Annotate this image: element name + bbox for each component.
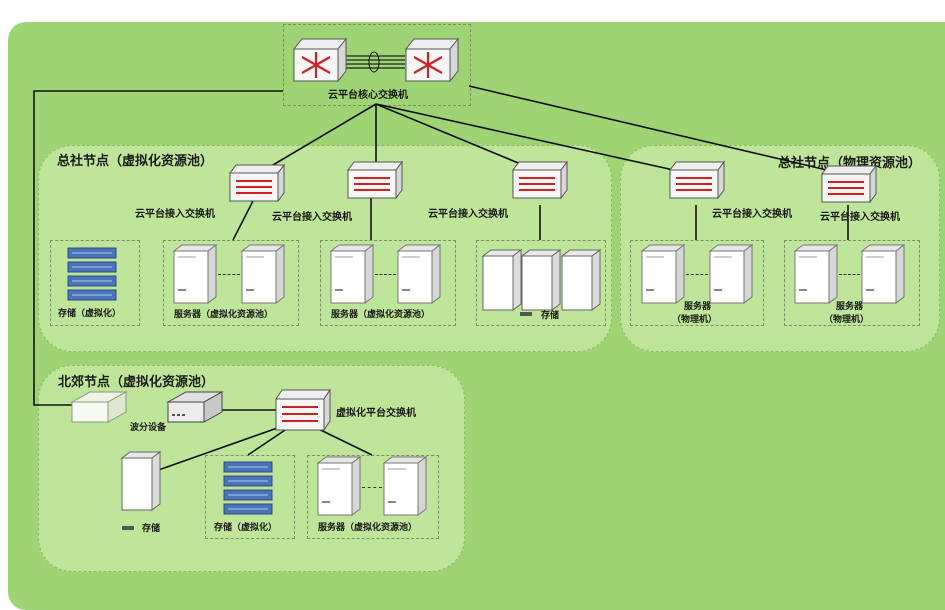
servers-beijiao-label: 服务器（虚拟化资源池） bbox=[318, 523, 418, 533]
group-servers-physical-1 bbox=[630, 240, 764, 326]
group-storage-beijiao bbox=[205, 455, 295, 539]
access-switch-4-icon bbox=[669, 160, 725, 200]
servers-physical-1-label-line2: （物理机） bbox=[672, 315, 718, 325]
virtualization-switch-icon bbox=[275, 388, 331, 432]
server-tower-icon bbox=[240, 244, 286, 304]
server-tower-icon bbox=[396, 244, 442, 304]
group-servers-beijiao bbox=[307, 455, 439, 539]
small-device-icon bbox=[122, 526, 134, 530]
server-ellipsis bbox=[362, 487, 382, 488]
server-ellipsis bbox=[686, 274, 708, 275]
region-title-beijiao: 北郊节点（虚拟化资源池） bbox=[58, 375, 215, 390]
server-tower-icon bbox=[708, 244, 754, 304]
access-switch-5-label: 云平台接入交换机 bbox=[820, 212, 900, 223]
servers-physical-2-label-line2: （物理机） bbox=[824, 315, 870, 325]
access-switch-3-icon bbox=[512, 160, 568, 200]
access-switch-2-icon bbox=[347, 160, 403, 200]
group-rack-storage bbox=[476, 240, 606, 326]
access-switch-2-label: 云平台接入交换机 bbox=[272, 212, 352, 223]
storage-virtual-label: 存储（虚拟化） bbox=[58, 309, 122, 319]
group-servers-virtual-1 bbox=[163, 240, 299, 326]
access-switch-5-icon bbox=[821, 164, 877, 204]
wdm-device-icon bbox=[70, 391, 128, 423]
rack-storage-label: 存储 bbox=[541, 311, 560, 321]
region-title-hq-virtual: 总社节点（虚拟化资源池） bbox=[57, 154, 214, 169]
beijiao-rack-label: 存储 bbox=[142, 524, 161, 534]
storage-array-icon bbox=[67, 247, 117, 301]
rack-cabinet-icon bbox=[560, 249, 602, 311]
server-tower-icon bbox=[793, 244, 839, 304]
rack-cabinet-icon bbox=[120, 451, 162, 511]
server-tower-icon bbox=[382, 456, 428, 516]
server-ellipsis bbox=[839, 274, 860, 275]
core-switch-label: 云平台核心交换机 bbox=[328, 90, 408, 101]
access-switch-1-icon bbox=[229, 163, 285, 203]
server-tower-icon bbox=[172, 244, 218, 304]
wdm-device-icon bbox=[166, 391, 224, 423]
server-tower-icon bbox=[860, 244, 906, 304]
servers-physical-1-label-line1: 服务器 bbox=[684, 302, 712, 312]
servers-physical-2-label-line1: 服务器 bbox=[836, 302, 864, 312]
top-band bbox=[0, 0, 945, 22]
group-storage-virtual bbox=[50, 240, 140, 326]
server-tower-icon bbox=[329, 244, 375, 304]
group-core bbox=[283, 24, 471, 106]
server-ellipsis bbox=[375, 274, 396, 275]
storage-beijiao-label: 存储（虚拟化） bbox=[214, 523, 278, 533]
core-switch-left-icon bbox=[292, 37, 348, 83]
access-switch-1-label: 云平台接入交换机 bbox=[135, 209, 215, 220]
virtualization-switch-label: 虚拟化平台交换机 bbox=[336, 408, 416, 419]
group-servers-physical-2 bbox=[784, 240, 920, 326]
rack-cabinet-icon bbox=[481, 249, 523, 311]
rack-cabinet-icon bbox=[520, 249, 562, 311]
access-switch-4-label: 云平台接入交换机 bbox=[712, 209, 792, 220]
group-servers-virtual-2 bbox=[320, 240, 456, 326]
servers-virtual-1-label: 服务器（虚拟化资源池） bbox=[174, 310, 274, 320]
core-switch-right-icon bbox=[404, 37, 460, 83]
servers-virtual-2-label: 服务器（虚拟化资源池） bbox=[331, 310, 431, 320]
storage-array-beijiao-icon bbox=[223, 461, 273, 515]
wave-device-label: 波分设备 bbox=[130, 423, 167, 433]
small-device-icon bbox=[520, 312, 532, 316]
server-tower-icon bbox=[640, 244, 686, 304]
access-switch-3-label: 云平台接入交换机 bbox=[428, 209, 508, 220]
server-tower-icon bbox=[316, 456, 362, 516]
server-ellipsis bbox=[218, 274, 240, 275]
